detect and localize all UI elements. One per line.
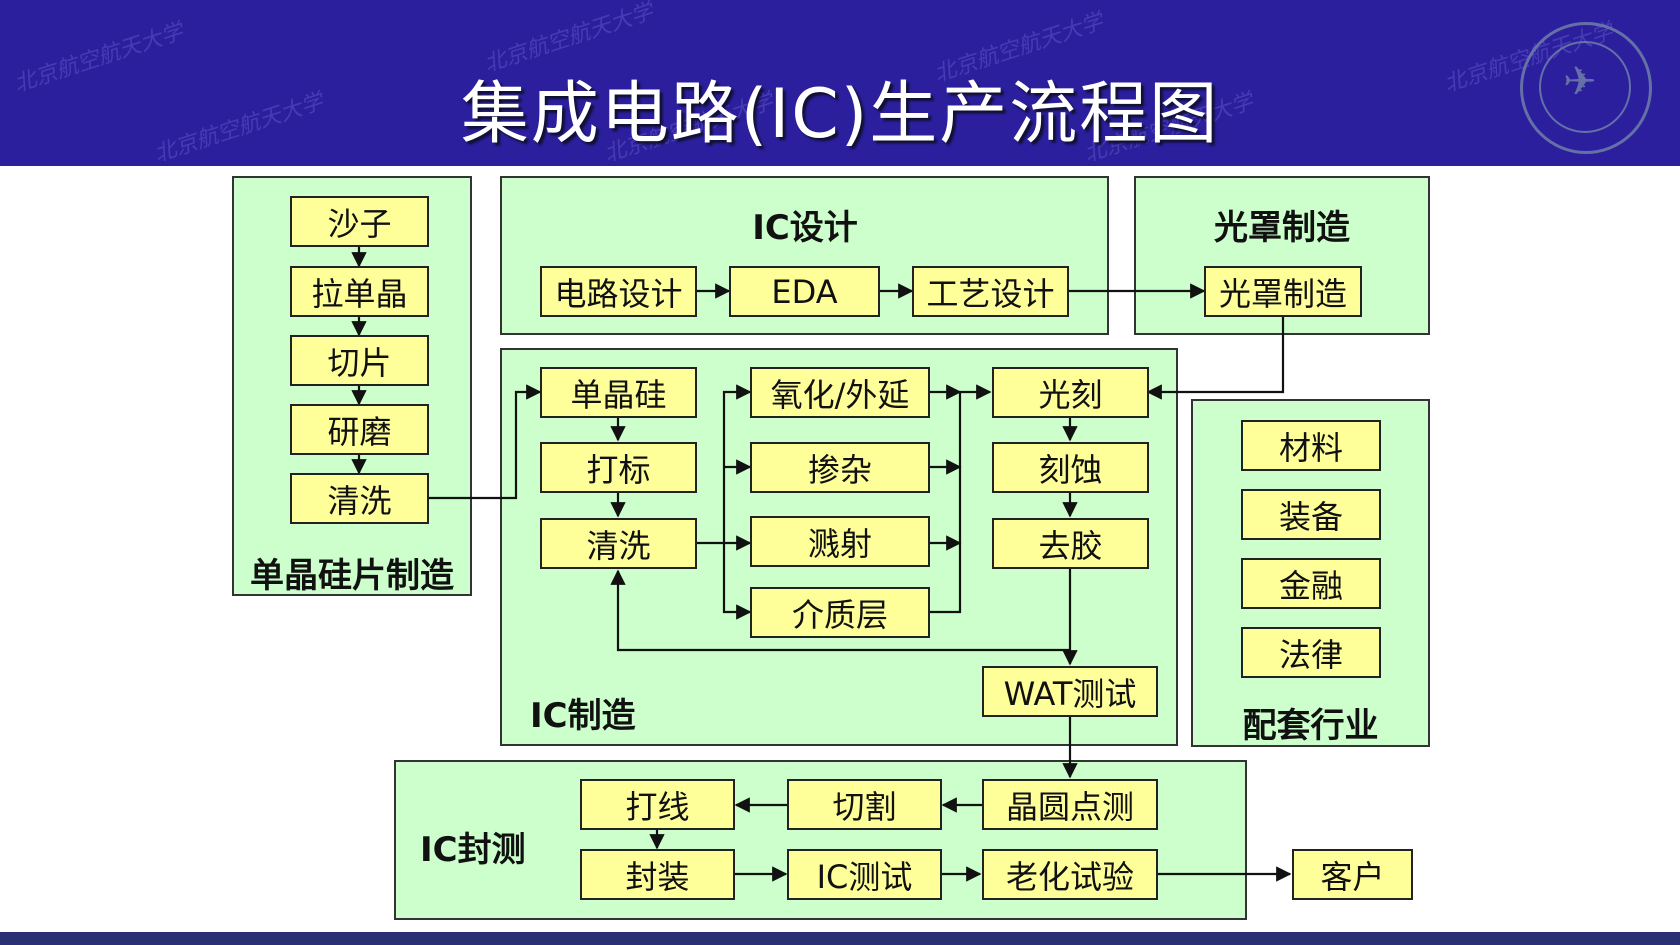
node-strip: 去胶 [992, 518, 1149, 569]
node-finance: 金融 [1241, 558, 1381, 609]
node-grinding: 研磨 [290, 404, 429, 455]
bottom-bar [0, 932, 1680, 945]
node-oxidation: 氧化/外延 [750, 367, 930, 418]
node-etching: 刻蚀 [992, 442, 1149, 493]
node-sputtering: 溅射 [750, 516, 930, 567]
node-eda: EDA [729, 266, 880, 317]
node-mono-si: 单晶硅 [540, 367, 697, 418]
node-marking: 打标 [540, 442, 697, 493]
node-dicing: 切割 [787, 779, 942, 830]
group-label-support: 配套行业 [1242, 706, 1379, 746]
node-fab-clean: 清洗 [540, 518, 697, 569]
node-wafer-probe: 晶圆点测 [982, 779, 1158, 830]
node-burn-in: 老化试验 [982, 849, 1158, 900]
node-dielectric: 介质层 [750, 587, 930, 638]
title-banner: 北京航空航天大学 北京航空航天大学 北京航空航天大学 北京航空航天大学 北京航空… [0, 0, 1680, 167]
node-materials: 材料 [1241, 420, 1381, 471]
node-wire-bond: 打线 [580, 779, 735, 830]
node-wat-test: WAT测试 [982, 666, 1158, 717]
node-mask-make: 光罩制造 [1204, 266, 1362, 317]
node-wafer-clean: 清洗 [290, 473, 429, 524]
group-label-mask: 光罩制造 [1214, 208, 1350, 248]
node-doping: 掺杂 [750, 442, 930, 493]
node-pull-crystal: 拉单晶 [290, 266, 429, 317]
node-customer: 客户 [1292, 849, 1413, 900]
node-slicing: 切片 [290, 335, 429, 386]
node-process-design: 工艺设计 [912, 266, 1069, 317]
node-sand: 沙子 [290, 196, 429, 247]
node-encapsulation: 封装 [580, 849, 735, 900]
group-label-package: IC封测 [420, 830, 526, 870]
node-law: 法律 [1241, 627, 1381, 678]
node-lithography: 光刻 [992, 367, 1149, 418]
university-seal-logo: ✈ [1520, 22, 1652, 154]
page-title: 集成电路(IC)生产流程图 [460, 75, 1220, 154]
node-equipment: 装备 [1241, 489, 1381, 540]
node-circuit-design: 电路设计 [540, 266, 697, 317]
node-ic-test: IC测试 [787, 849, 942, 900]
group-label-design: IC设计 [752, 208, 858, 248]
group-label-wafer: 单晶硅片制造 [250, 556, 454, 596]
group-label-fab: IC制造 [530, 696, 636, 736]
